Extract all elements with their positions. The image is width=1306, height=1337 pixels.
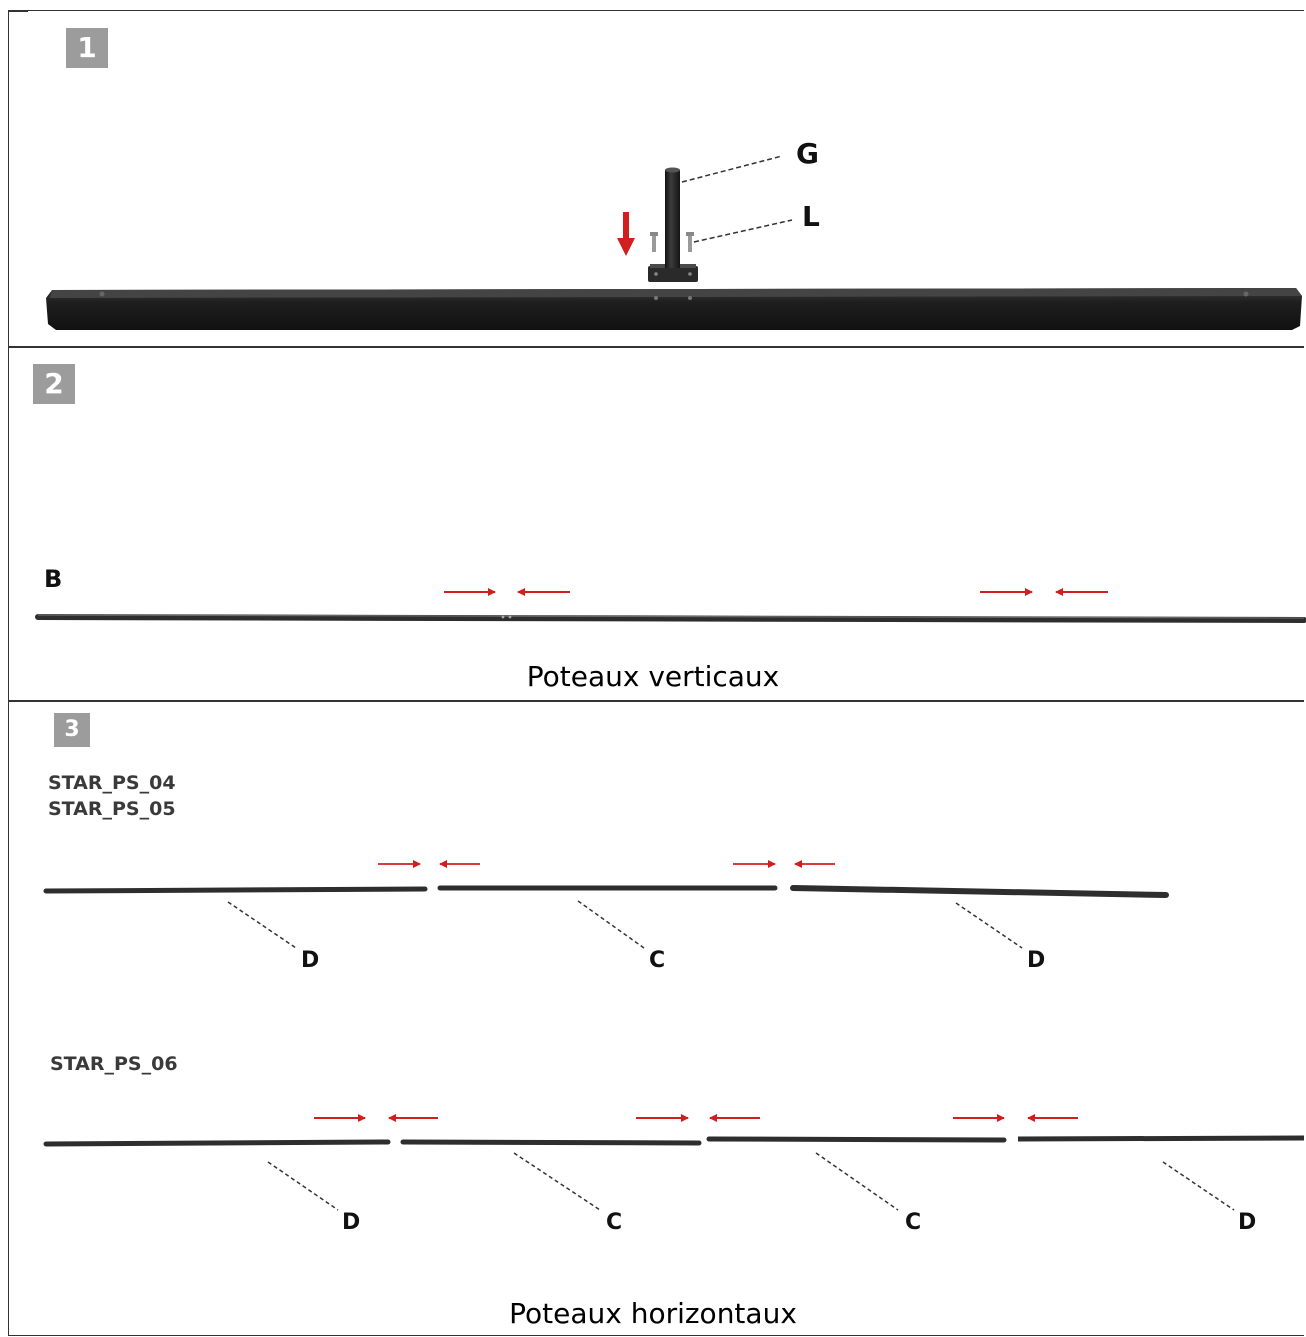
base-beam bbox=[46, 288, 1302, 330]
vertical-pole-b bbox=[35, 614, 1306, 623]
label-c: C bbox=[649, 948, 666, 973]
red-down-arrow bbox=[617, 212, 635, 256]
label-d: D bbox=[301, 948, 320, 973]
step-3-badge: 3 bbox=[54, 713, 90, 747]
label-c: C bbox=[606, 1210, 623, 1235]
label-d: D bbox=[342, 1210, 361, 1235]
step-1-panel bbox=[8, 10, 1304, 348]
label-c: C bbox=[905, 1210, 922, 1235]
label-d: D bbox=[1027, 948, 1046, 973]
screw-l-left bbox=[650, 232, 658, 252]
model-name-05: STAR_PS_05 bbox=[48, 798, 176, 820]
step-3-panel bbox=[8, 700, 1304, 1336]
step-2-badge: 2 bbox=[33, 364, 75, 404]
step-1-badge: 1 bbox=[66, 28, 108, 68]
model-name-04: STAR_PS_04 bbox=[48, 772, 176, 794]
leader-lines-row2 bbox=[267, 1152, 1235, 1211]
mounting-post-g bbox=[648, 167, 698, 282]
screw-l-right bbox=[686, 232, 694, 252]
label-l: L bbox=[802, 200, 820, 233]
step-2-panel bbox=[8, 346, 1304, 702]
caption-horizontal-poles: Poteaux horizontaux bbox=[509, 1297, 797, 1330]
corner-mark bbox=[8, 10, 28, 12]
caption-vertical-poles: Poteaux verticaux bbox=[526, 660, 780, 693]
horizontal-poles-row2 bbox=[43, 1135, 1305, 1147]
leader-line-g bbox=[681, 155, 783, 183]
label-d: D bbox=[1238, 1210, 1257, 1235]
label-b: B bbox=[44, 565, 63, 593]
model-name-06: STAR_PS_06 bbox=[50, 1053, 178, 1075]
horizontal-poles-row1 bbox=[43, 885, 1169, 898]
leader-lines-row1 bbox=[227, 900, 1023, 949]
label-g: G bbox=[796, 137, 819, 170]
leader-line-l bbox=[693, 219, 793, 243]
